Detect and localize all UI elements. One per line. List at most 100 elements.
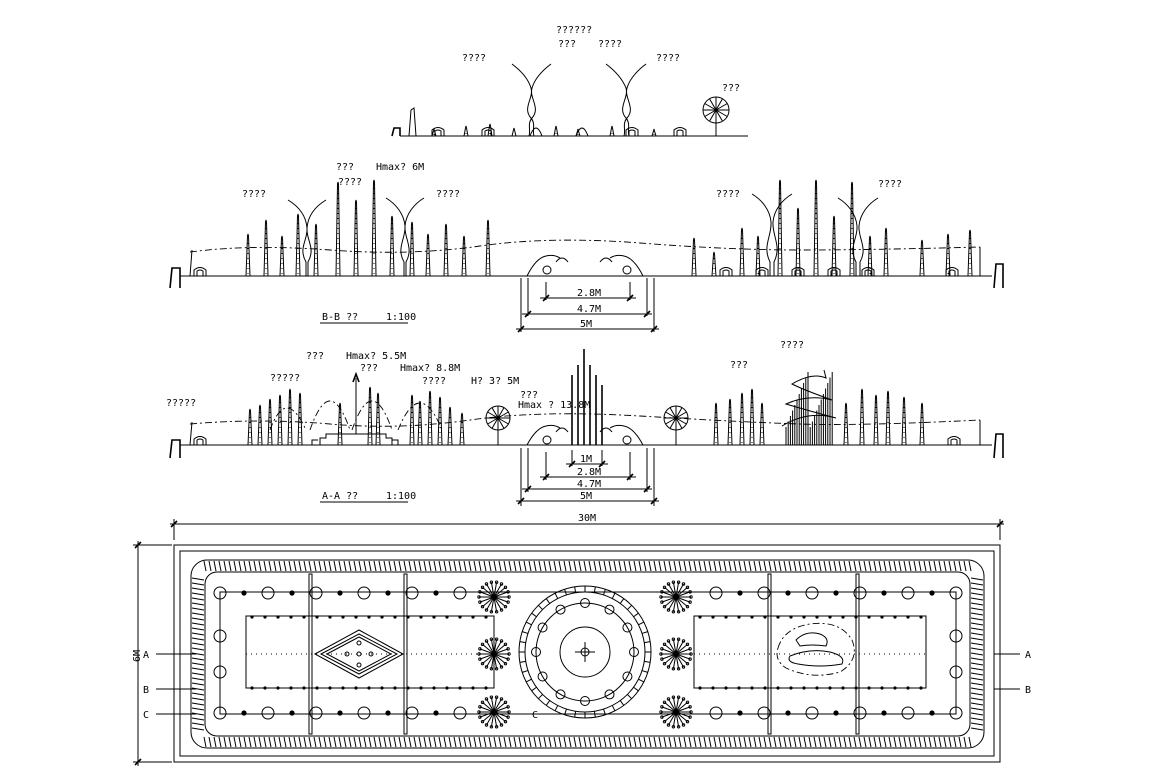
rim-hatch-top [943, 560, 947, 572]
rim-hatch-left [191, 622, 205, 626]
tree-fountain-spoke [675, 407, 683, 419]
burst-fountain-ray [486, 698, 495, 713]
rim-hatch-right [970, 712, 984, 716]
jet-dot [867, 686, 871, 690]
nozzle-dot-top [929, 590, 935, 596]
small-arch [755, 267, 769, 276]
rim-hatch-bottom [828, 736, 832, 748]
section-top: ?????? ??? ???? ???? ???? ??? [391, 25, 748, 137]
burst-fountain-tip [494, 580, 499, 584]
section-aa: 1M 2.8M 4.7M 5M ??? Hmax? 5.5M ??? Hmax?… [166, 340, 1004, 506]
burst-fountain-ray [661, 596, 677, 603]
pool-rim-tick [619, 700, 625, 706]
rim-hatch-top [443, 560, 447, 572]
rim-hatch-bottom [963, 736, 967, 748]
small-arch-inner [484, 129, 492, 136]
aa-label-5: ??? [520, 390, 538, 401]
aa-sunburst-right [663, 405, 689, 445]
marker-a-left: A [143, 650, 149, 661]
rim-hatch-bottom [523, 736, 527, 748]
burst-fountain-ray [493, 648, 509, 655]
burst-fountain-ray [675, 596, 684, 611]
nozzle-dot-top [833, 590, 839, 596]
burst-fountain-ray [493, 653, 506, 665]
rim-hatch-bottom [913, 736, 917, 748]
rim-hatch-top [808, 560, 812, 572]
pool-rim-tick [574, 711, 577, 718]
spray-jet [739, 227, 745, 277]
burst-fountain-tip [688, 657, 692, 661]
rim-hatch-bottom [448, 736, 452, 748]
ring-nozzle [604, 689, 615, 700]
rim-hatch-top [578, 560, 582, 572]
rim-hatch-top [818, 560, 822, 572]
jet-dot [867, 615, 871, 619]
burst-fountain-tip [685, 661, 690, 666]
aa-stepped-platform [311, 371, 399, 445]
rim-hatch-top [513, 560, 517, 572]
burst-fountain-tip [662, 604, 667, 609]
pool-rim-tick [603, 708, 606, 715]
rim-hatch-left [191, 577, 205, 581]
ring-nozzle [531, 647, 541, 657]
rim-hatch-bottom [383, 736, 387, 748]
burst-fountain-tip [671, 725, 676, 729]
rim-hatch-right [970, 722, 984, 726]
jet-dot [354, 686, 358, 690]
burst-fountain-ray [493, 582, 498, 598]
tree-fountain-spoke [669, 407, 677, 419]
rim-hatch-left [191, 632, 205, 636]
rim-hatch-top [668, 560, 672, 572]
spray-jet [967, 229, 973, 277]
rim-hatch-bottom [338, 736, 342, 748]
rim-hatch-bottom [458, 736, 462, 748]
nozzle-dot-top [241, 590, 247, 596]
rim-hatch-top [473, 560, 477, 572]
plan-rim-hatching [191, 560, 984, 748]
bb-center-basin [526, 254, 644, 277]
jet-dot [737, 686, 741, 690]
rim-hatch-bottom [578, 736, 582, 748]
burst-fountain-tip [478, 705, 482, 709]
burst-fountain-tip [660, 715, 664, 719]
rim-hatch-bottom [968, 736, 972, 748]
rim-hatch-top [683, 560, 687, 572]
spray-jet [257, 404, 263, 446]
rim-hatch-top [913, 560, 917, 572]
rim-hatch-right [970, 692, 984, 696]
rim-hatch-top [258, 560, 262, 572]
burst-fountain-tip [671, 667, 676, 671]
jet-dot [711, 686, 715, 690]
burst-fountain-ray [479, 653, 495, 660]
burst-fountain-tip [688, 647, 692, 651]
burst-fountain-tip [494, 725, 499, 729]
rim-hatch-bottom [678, 736, 682, 748]
nozzle-circle-top [405, 586, 419, 600]
ring-nozzle [622, 622, 633, 633]
rim-hatch-bottom [618, 736, 622, 748]
jet-dot [919, 615, 923, 619]
rim-hatch-bottom [878, 736, 882, 748]
rim-hatch-bottom [658, 736, 662, 748]
aa-label-8: ???? [780, 340, 804, 351]
rim-hatch-left [191, 672, 205, 676]
plan-diamond-feature [313, 629, 405, 679]
rim-hatch-right [970, 687, 984, 691]
nozzle-dot-top [289, 590, 295, 596]
jet-dot [776, 615, 780, 619]
rim-hatch-bottom [848, 736, 852, 748]
mushroom-jet [529, 127, 543, 137]
rim-hatch-bottom [543, 736, 547, 748]
burst-fountain-ray [672, 653, 677, 669]
aa-label-6: ????? [166, 398, 196, 409]
burst-fountain-tip [689, 595, 693, 599]
tree-fountain-spoke [675, 411, 687, 419]
marker-b-right: B [1025, 685, 1031, 696]
burst-fountain-ray [661, 591, 677, 598]
rim-hatch-top [968, 560, 972, 572]
burst-fountain-tip [660, 647, 664, 651]
nozzle-circle-top [949, 586, 963, 600]
rim-hatch-top [768, 560, 772, 572]
rim-hatch-right [970, 632, 984, 636]
rim-hatch-top [868, 560, 872, 572]
